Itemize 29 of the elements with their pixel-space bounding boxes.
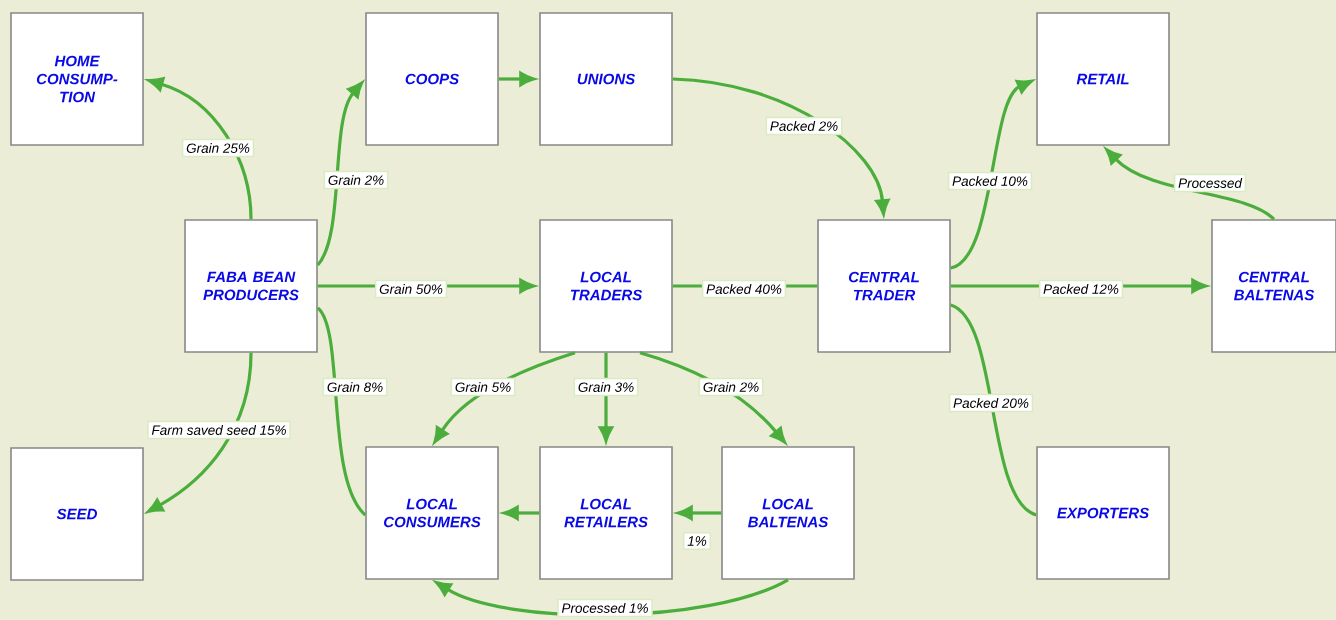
edge-label: Grain 2%: [323, 170, 389, 190]
node-box: LOCAL TRADERS: [539, 219, 673, 353]
connector-line: [316, 307, 367, 516]
arrow: [147, 77, 253, 220]
connector-line: [949, 303, 1038, 517]
node-box: CENTRAL TRADER: [817, 219, 951, 353]
node-box: HOME CONSUMP- TION: [10, 12, 144, 146]
edge-label: Grain 3%: [573, 377, 639, 397]
node-box: LOCAL RETAILERS: [539, 446, 673, 580]
edge-label: Packed 40%: [701, 279, 787, 299]
edge-label: Grain 8%: [322, 377, 388, 397]
node-box: EXPORTERS: [1036, 446, 1170, 580]
arrow: [316, 81, 363, 266]
node-box: FABA BEAN PRODUCERS: [184, 219, 318, 353]
node-box: RETAIL: [1036, 12, 1170, 146]
edge-label: Processed: [1173, 173, 1247, 193]
edge-label: Grain 2%: [698, 377, 764, 397]
node-box: LOCAL CONSUMERS: [365, 446, 499, 580]
arrow: [639, 351, 786, 444]
node-box: COOPS: [365, 12, 499, 146]
node-box: UNIONS: [539, 12, 673, 146]
arrow: [1105, 148, 1275, 221]
node-box: SEED: [10, 447, 144, 581]
edge-label: Grain 25%: [181, 138, 255, 158]
edge-label: Packed 20%: [948, 393, 1034, 413]
node-box: LOCAL BALTENAS: [721, 446, 855, 580]
node-box: CENTRAL BALTENAS: [1211, 219, 1336, 353]
edge-label: Processed 1%: [557, 598, 653, 618]
edge-label: 1%: [683, 532, 711, 550]
